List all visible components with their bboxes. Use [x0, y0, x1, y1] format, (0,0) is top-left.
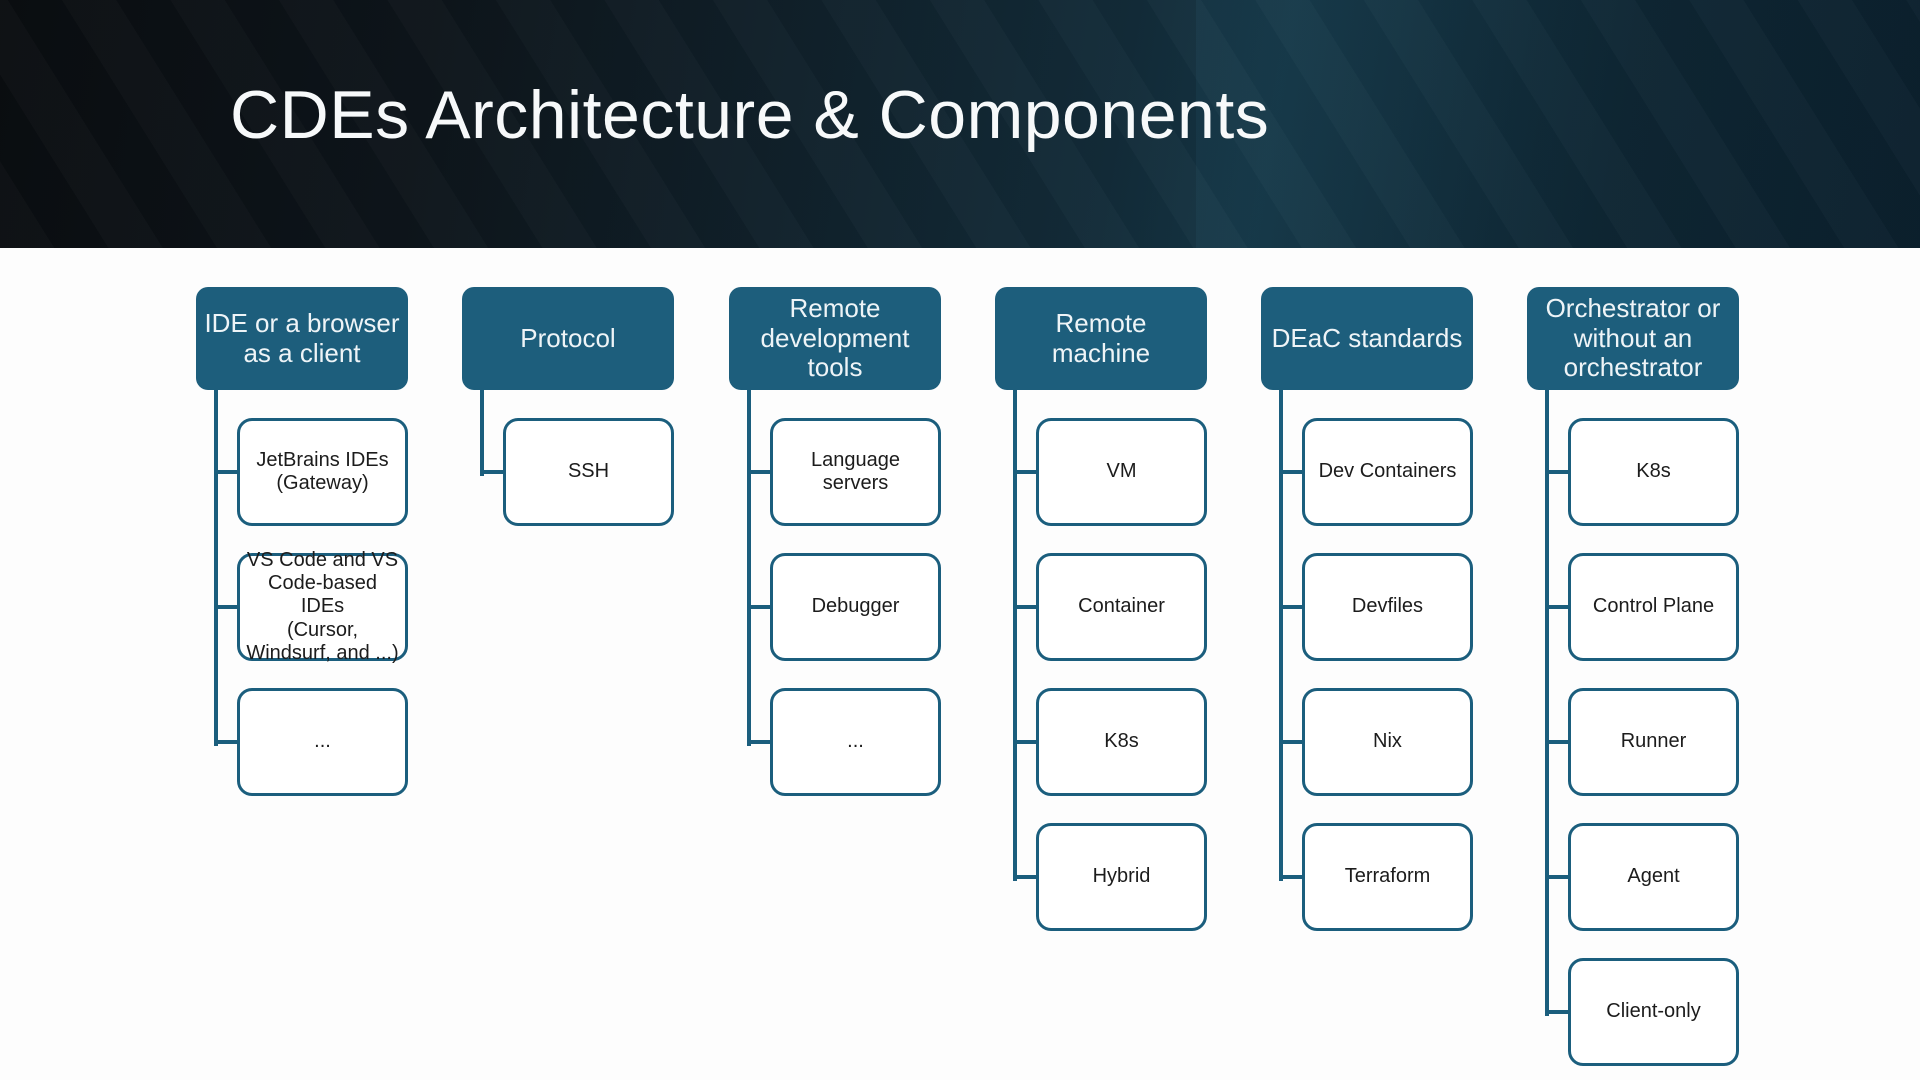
connector-stub	[1279, 875, 1302, 879]
node-box-vscode: VS Code and VS Code-based IDEs (Cursor, …	[237, 549, 408, 664]
banner-right-panel	[1196, 0, 1920, 248]
node-box-hybrid: Hybrid	[1036, 823, 1207, 931]
node-box-ssh: SSH	[503, 418, 674, 526]
node-box-runner: Runner	[1568, 688, 1739, 796]
node-box-k8s-machine: K8s	[1036, 688, 1207, 796]
connector-stub	[1545, 875, 1568, 879]
connector-stub	[1279, 470, 1302, 474]
connector-vline	[1013, 390, 1017, 881]
connector-vline	[747, 390, 751, 746]
node-box-tools-more: ...	[770, 688, 941, 796]
banner-streak-texture	[0, 0, 1920, 248]
connector-stub	[1279, 740, 1302, 744]
connector-vline	[480, 390, 484, 476]
connector-stub	[747, 740, 770, 744]
header-box-client: IDE or a browser as a client	[196, 287, 408, 390]
header-box-remote-dev-tools: Remote development tools	[729, 287, 941, 390]
connector-stub	[1013, 740, 1036, 744]
node-box-dev-containers: Dev Containers	[1302, 418, 1473, 526]
connector-vline	[214, 390, 218, 746]
connector-stub	[214, 740, 237, 744]
connector-stub	[480, 470, 503, 474]
title-banner	[0, 0, 1920, 248]
header-box-remote-machine: Remote machine	[995, 287, 1207, 390]
node-box-terraform: Terraform	[1302, 823, 1473, 931]
node-box-debugger: Debugger	[770, 553, 941, 661]
connector-stub	[1545, 470, 1568, 474]
connector-stub	[1545, 605, 1568, 609]
node-box-k8s-orchestrator: K8s	[1568, 418, 1739, 526]
connector-stub	[214, 605, 237, 609]
connector-stub	[1279, 605, 1302, 609]
node-box-agent: Agent	[1568, 823, 1739, 931]
connector-stub	[1545, 1010, 1568, 1014]
header-box-deac-standards: DEaC standards	[1261, 287, 1473, 390]
node-box-language-servers: Language servers	[770, 418, 941, 526]
node-box-vm: VM	[1036, 418, 1207, 526]
connector-stub	[214, 470, 237, 474]
connector-stub	[1013, 470, 1036, 474]
connector-stub	[747, 605, 770, 609]
connector-vline	[1279, 390, 1283, 881]
node-box-nix: Nix	[1302, 688, 1473, 796]
node-box-control-plane: Control Plane	[1568, 553, 1739, 661]
connector-vline	[1545, 390, 1549, 1016]
connector-stub	[747, 470, 770, 474]
header-box-protocol: Protocol	[462, 287, 674, 390]
connector-stub	[1013, 875, 1036, 879]
node-box-client-more: ...	[237, 688, 408, 796]
connector-stub	[1013, 605, 1036, 609]
connector-stub	[1545, 740, 1568, 744]
node-box-client-only: Client-only	[1568, 958, 1739, 1066]
slide-title: CDEs Architecture & Components	[230, 77, 1270, 153]
node-box-jetbrains: JetBrains IDEs (Gateway)	[237, 418, 408, 526]
header-box-orchestrator: Orchestrator or without an orchestrator	[1527, 287, 1739, 390]
node-box-devfiles: Devfiles	[1302, 553, 1473, 661]
node-box-container: Container	[1036, 553, 1207, 661]
